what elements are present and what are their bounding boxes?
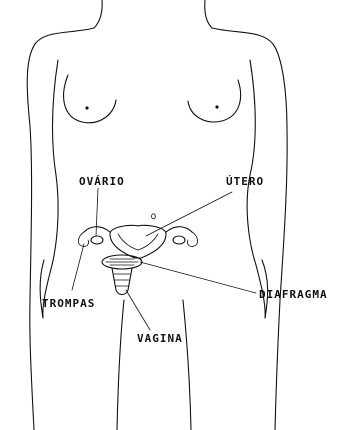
neck-left-line [94,0,102,28]
diafragma-label: DIAFRAGMA [259,289,328,301]
ovario-label: OVÁRIO [79,176,125,188]
body-outline [27,0,287,430]
neck-right-line [205,0,212,28]
leader-lines [72,188,256,330]
diafragma-leader [140,262,256,293]
uterus-inner-line [118,234,158,250]
left-fimbria [78,232,88,247]
left-torso-side [43,60,58,318]
vaginal-canal [112,268,132,295]
trompas-leader [72,244,84,290]
right-fimbria [187,232,197,247]
right-tube [166,227,192,232]
right-torso-side [247,60,265,318]
left-nipple [85,106,88,109]
vagina-label: VAGINA [137,333,183,345]
right-arm-outer [212,28,287,430]
utero-label: ÚTERO [226,176,264,188]
left-tube [84,227,110,232]
ovario-leader [96,188,98,236]
left-ovary [91,236,103,244]
diaphragm-hatch [106,259,138,265]
right-inner-leg [183,300,191,430]
right-nipple [215,105,218,108]
left-breast [64,75,116,123]
left-inner-leg [117,300,124,430]
navel [151,214,155,219]
vaginal-rugae [114,274,130,286]
trompas-label: TROMPAS [42,298,95,310]
breasts [64,75,241,123]
right-ovary [173,236,185,244]
left-arm-outer [27,28,94,430]
vagina-leader [126,290,150,330]
right-breast [188,80,241,122]
